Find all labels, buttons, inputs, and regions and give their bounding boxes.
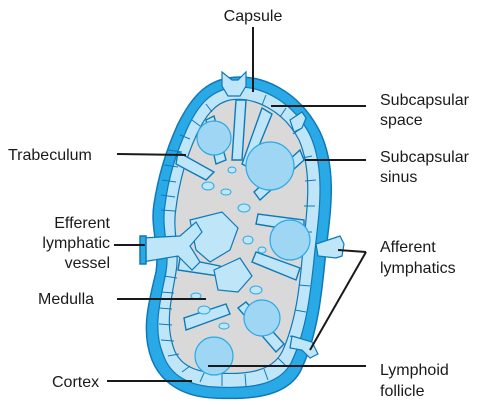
label-efferent-line2: lymphatic — [42, 235, 110, 252]
label-subcapsular-sinus-line1: Subcapsular — [380, 149, 470, 166]
label-efferent-line3: vessel — [65, 255, 110, 272]
label-medulla: Medulla — [38, 291, 94, 308]
lymph-node — [140, 72, 344, 398]
label-subcapsular-space-line2: space — [380, 112, 423, 129]
label-afferent-line2: lymphatics — [380, 260, 456, 277]
label-capsule: Capsule — [224, 8, 283, 25]
label-lymphoid-line2: follicle — [380, 383, 425, 400]
capsule-top-vessel — [222, 72, 246, 96]
label-subcapsular-sinus-line2: sinus — [380, 169, 417, 186]
label-trabeculum: Trabeculum — [8, 147, 92, 164]
efferent-vessel-tip — [140, 236, 146, 264]
label-efferent-line1: Efferent — [54, 215, 110, 232]
label-subcapsular-space-line1: Subcapsular — [380, 92, 470, 109]
label-cortex: Cortex — [52, 374, 99, 391]
label-afferent-line1: Afferent — [380, 239, 436, 256]
label-lymphoid-line1: Lymphoid — [380, 362, 449, 379]
leader-trabeculum — [117, 154, 186, 155]
